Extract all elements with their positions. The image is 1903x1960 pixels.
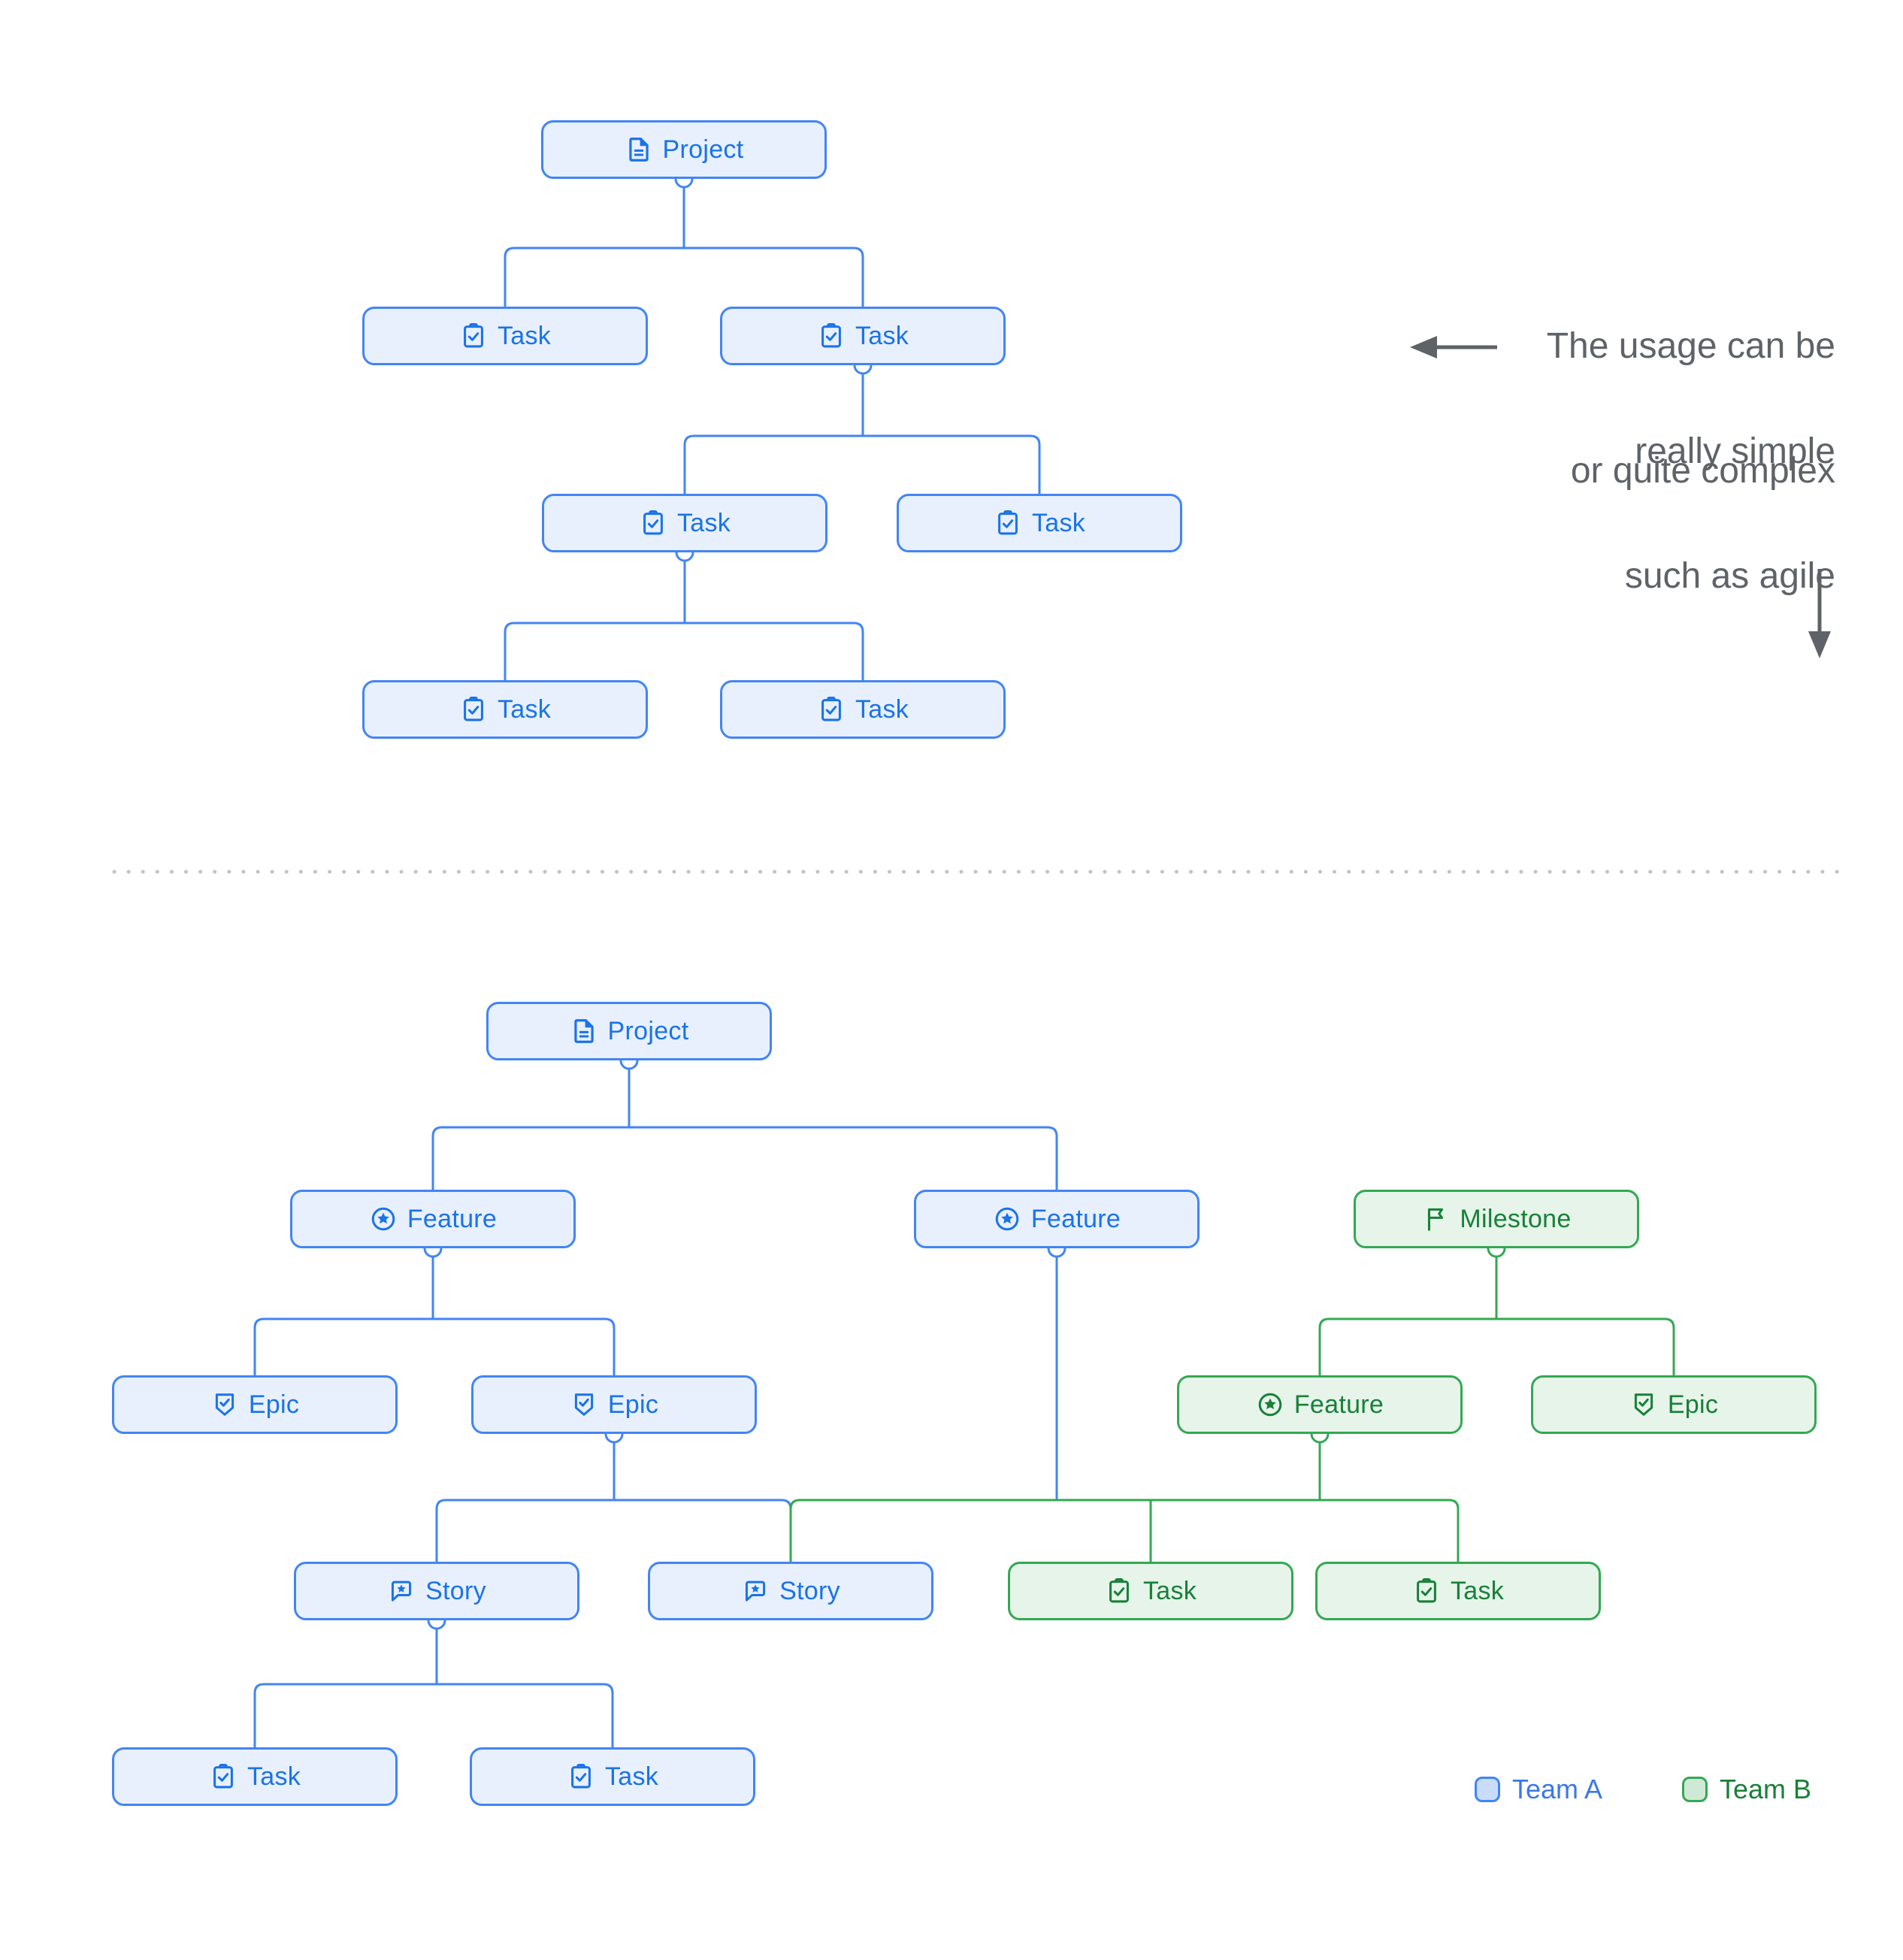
flag-icon [1421, 1205, 1450, 1233]
legend: Team A Team B [0, 1774, 1903, 1804]
task-icon [817, 695, 846, 724]
node-complex-story: Story [294, 1562, 579, 1620]
document-icon [625, 135, 653, 164]
team-a-swatch-icon [1475, 1777, 1500, 1802]
node-simple-task: Task [720, 307, 1006, 365]
task-icon [567, 1762, 595, 1791]
node-complex-story: Story [648, 1562, 933, 1620]
annotation-complex-line1: or quite complex [1570, 451, 1835, 491]
annotation-simple-line2: really simple [1635, 431, 1835, 471]
connector-complex-project-features [431, 1060, 1058, 1190]
connector-complex-story-tasks [253, 1620, 614, 1747]
node-complex-feature: Feature [290, 1190, 576, 1248]
epic-icon [1629, 1390, 1658, 1419]
task-icon [994, 509, 1022, 537]
connector-complex-feature-epics [253, 1248, 616, 1375]
annotation-complex-line2: such as agile [1624, 556, 1835, 596]
task-icon [459, 322, 488, 350]
node-simple-project: Project [541, 120, 827, 179]
annotation-complex: or quite complex such as agile [1571, 445, 1835, 603]
connector-complex-milestone-children [1318, 1248, 1675, 1375]
connector-complex-shared-feature-tasks [789, 1248, 1460, 1562]
node-complex-task: Task [1008, 1562, 1293, 1620]
feature-icon [993, 1205, 1021, 1233]
legend-label-team-b: Team B [1720, 1774, 1812, 1804]
feature-icon [1256, 1390, 1284, 1419]
feature-icon [369, 1205, 398, 1233]
legend-label-team-a: Team A [1512, 1774, 1603, 1804]
left-arrow [1410, 336, 1497, 358]
node-complex-task: Task [1315, 1562, 1601, 1620]
annotation-simple-line1: The usage can be [1546, 326, 1835, 366]
connector-simple-project-tasks [504, 179, 864, 307]
annotation-simple: The usage can be really simple [1547, 320, 1835, 478]
connector-complex-epic-stories [435, 1434, 792, 1562]
task-icon [639, 509, 667, 537]
epic-icon [210, 1390, 239, 1419]
task-icon [1412, 1577, 1441, 1605]
task-icon [459, 695, 488, 724]
node-complex-project: Project [486, 1002, 772, 1060]
node-simple-task: Task [362, 307, 648, 365]
connector-simple-task-tasks-2 [504, 552, 864, 680]
team-b-swatch-icon [1682, 1777, 1708, 1802]
connector-simple-task-tasks-1 [683, 365, 1041, 494]
task-icon [1105, 1577, 1133, 1605]
node-complex-milestone: Milestone [1354, 1190, 1639, 1248]
task-icon [817, 322, 846, 350]
node-complex-epic: Epic [471, 1375, 757, 1434]
epic-icon [570, 1390, 598, 1419]
task-icon [209, 1762, 237, 1791]
node-simple-task: Task [362, 680, 648, 739]
story-icon [741, 1577, 770, 1605]
story-icon [387, 1577, 416, 1605]
node-simple-task: Task [720, 680, 1006, 739]
node-complex-task: Task [112, 1747, 398, 1806]
node-simple-task: Task [897, 494, 1182, 552]
down-arrow [1808, 569, 1831, 658]
node-simple-task: Task [542, 494, 827, 552]
document-icon [570, 1017, 598, 1045]
legend-item-team-b: Team B [1682, 1774, 1811, 1805]
node-complex-task: Task [470, 1747, 755, 1806]
node-complex-epic: Epic [112, 1375, 398, 1434]
node-complex-epic: Epic [1531, 1375, 1817, 1434]
node-complex-feature: Feature [914, 1190, 1200, 1248]
node-complex-feature: Feature [1177, 1375, 1463, 1434]
legend-item-team-a: Team A [1475, 1774, 1602, 1805]
